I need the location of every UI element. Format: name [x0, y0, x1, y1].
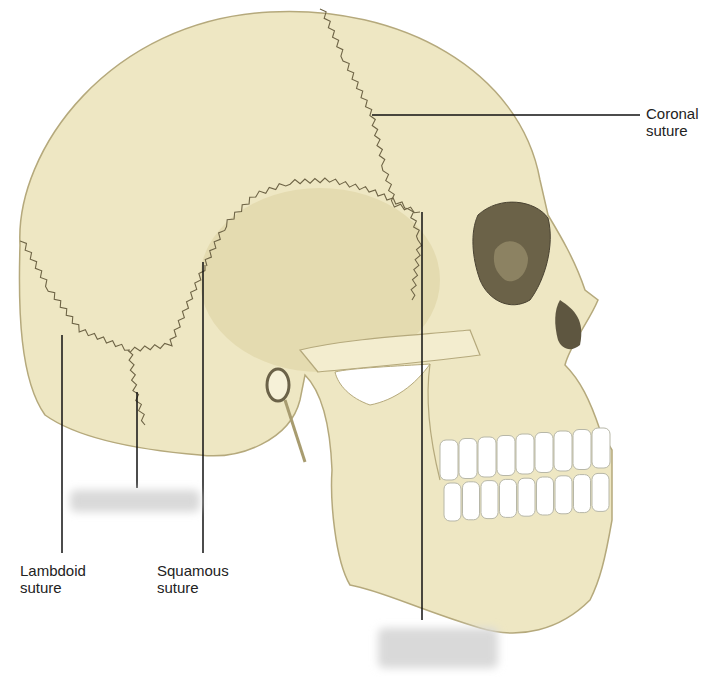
tooth	[574, 475, 591, 513]
leader-line	[372, 114, 640, 116]
tooth	[478, 437, 496, 477]
tooth	[555, 476, 572, 514]
tooth	[444, 483, 461, 521]
squamous-suture-line	[205, 178, 421, 300]
nasal-aperture	[555, 300, 581, 349]
suture-label: Coronal suture	[646, 105, 716, 140]
leader-lines	[62, 115, 640, 620]
tooth	[481, 481, 498, 519]
tooth	[500, 479, 517, 517]
leader-line	[202, 262, 204, 553]
tooth	[592, 473, 609, 511]
tooth	[463, 482, 480, 520]
tooth	[573, 430, 591, 470]
tooth	[592, 428, 610, 468]
mandibular-notch	[335, 364, 430, 405]
tooth	[537, 477, 554, 515]
tooth	[518, 478, 535, 516]
tooth	[535, 433, 553, 473]
tooth	[440, 440, 458, 480]
teeth	[440, 428, 610, 521]
leader-line	[61, 335, 63, 553]
ear-canal	[267, 369, 289, 401]
orbit-inner	[494, 241, 528, 281]
styloid-process	[285, 400, 305, 462]
tooth	[516, 434, 534, 474]
coronal-suture-line	[320, 9, 420, 213]
tooth	[554, 431, 572, 471]
leader-line	[136, 392, 138, 488]
suture-label: Squamous suture	[157, 562, 242, 597]
blurred-label	[70, 490, 200, 512]
suture-label: Lambdoid suture	[20, 562, 110, 597]
blurred-label	[378, 628, 498, 668]
occipitomastoid-suture-line	[130, 265, 205, 352]
leader-line	[421, 212, 423, 620]
lambdoid-suture-line	[20, 241, 130, 350]
tooth	[459, 439, 477, 479]
skull-outline	[19, 11, 612, 632]
zygomatic-arch	[300, 330, 480, 372]
mandible-edge	[428, 364, 440, 480]
tooth	[497, 436, 515, 476]
orbit	[473, 202, 550, 305]
